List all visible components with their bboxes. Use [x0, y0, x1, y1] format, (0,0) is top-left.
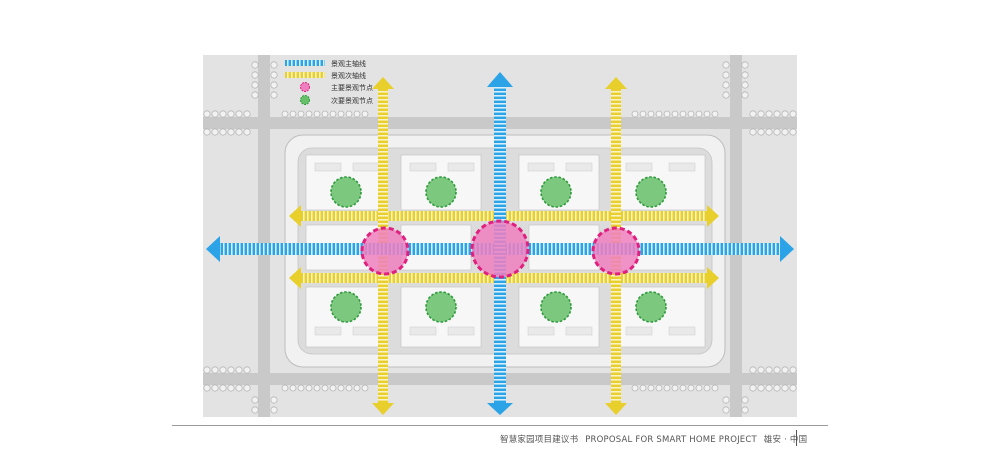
secondary-nodes [330, 176, 667, 323]
legend-label-primary-node: 主要景观节点 [331, 83, 373, 92]
legend-label-secondary-node: 次要景观节点 [331, 96, 373, 105]
road-network [203, 55, 797, 417]
footer-title-en: PROPOSAL FOR SMART HOME PROJECT [585, 435, 757, 445]
primary-node [591, 226, 641, 276]
primary-node [360, 226, 410, 276]
primary-node [470, 219, 530, 279]
secondary-node [330, 176, 362, 208]
secondary-node [635, 291, 667, 323]
secondary-node [540, 176, 572, 208]
footer-divider [172, 425, 828, 426]
legend: 景观主轴线 景观次轴线 主要景观节点 次要景观节点 [285, 59, 373, 105]
master-plan: 景观主轴线 景观次轴线 主要景观节点 次要景观节点 [203, 55, 797, 417]
legend-swatch-primary-axis [285, 60, 325, 66]
landscape-axis-diagram: 景观主轴线 景观次轴线 主要景观节点 次要景观节点 [203, 55, 797, 417]
legend-swatch-secondary-axis [285, 72, 325, 78]
secondary-node [635, 176, 667, 208]
legend-swatch-primary-node [300, 82, 310, 92]
secondary-node [540, 291, 572, 323]
footer-end-bar [796, 430, 797, 446]
footer: 智慧家园项目建议书 PROPOSAL FOR SMART HOME PROJEC… [500, 433, 807, 445]
legend-label-secondary-axis: 景观次轴线 [331, 71, 366, 80]
footer-title-cn: 智慧家园项目建议书 [500, 435, 579, 445]
footer-location: 雄安 · 中国 [763, 435, 808, 445]
secondary-node [425, 291, 457, 323]
secondary-node [425, 176, 457, 208]
legend-label-primary-axis: 景观主轴线 [331, 59, 366, 68]
legend-swatch-secondary-node [300, 95, 310, 105]
primary-nodes [360, 219, 641, 279]
secondary-node [330, 291, 362, 323]
street-trees [203, 61, 797, 414]
